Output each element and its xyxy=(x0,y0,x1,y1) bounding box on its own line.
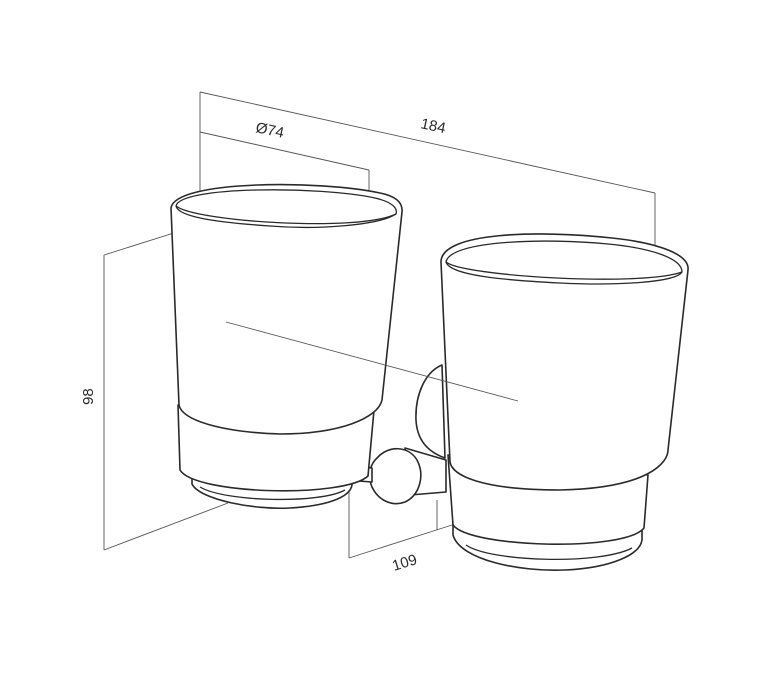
dimension-lines-front xyxy=(225,321,519,402)
dim-109-ext-top xyxy=(225,321,519,402)
wall-plate xyxy=(415,364,446,459)
right-cup-glass xyxy=(440,233,689,491)
dim-label-height: 98 xyxy=(80,388,97,405)
left-cup-glass xyxy=(170,183,403,435)
dim-98-ext-bottom xyxy=(103,502,229,551)
dim-label-overall-width: 184 xyxy=(419,115,447,137)
dim-184-line xyxy=(199,91,656,194)
dim-label-projection: 109 xyxy=(390,551,419,575)
connector-knob xyxy=(368,447,422,505)
right-cup xyxy=(440,233,689,572)
dim-109-line xyxy=(348,524,453,559)
dim-74-line xyxy=(199,131,370,171)
left-cup xyxy=(170,183,403,510)
dim-label-diameter: Ø74 xyxy=(254,119,285,142)
